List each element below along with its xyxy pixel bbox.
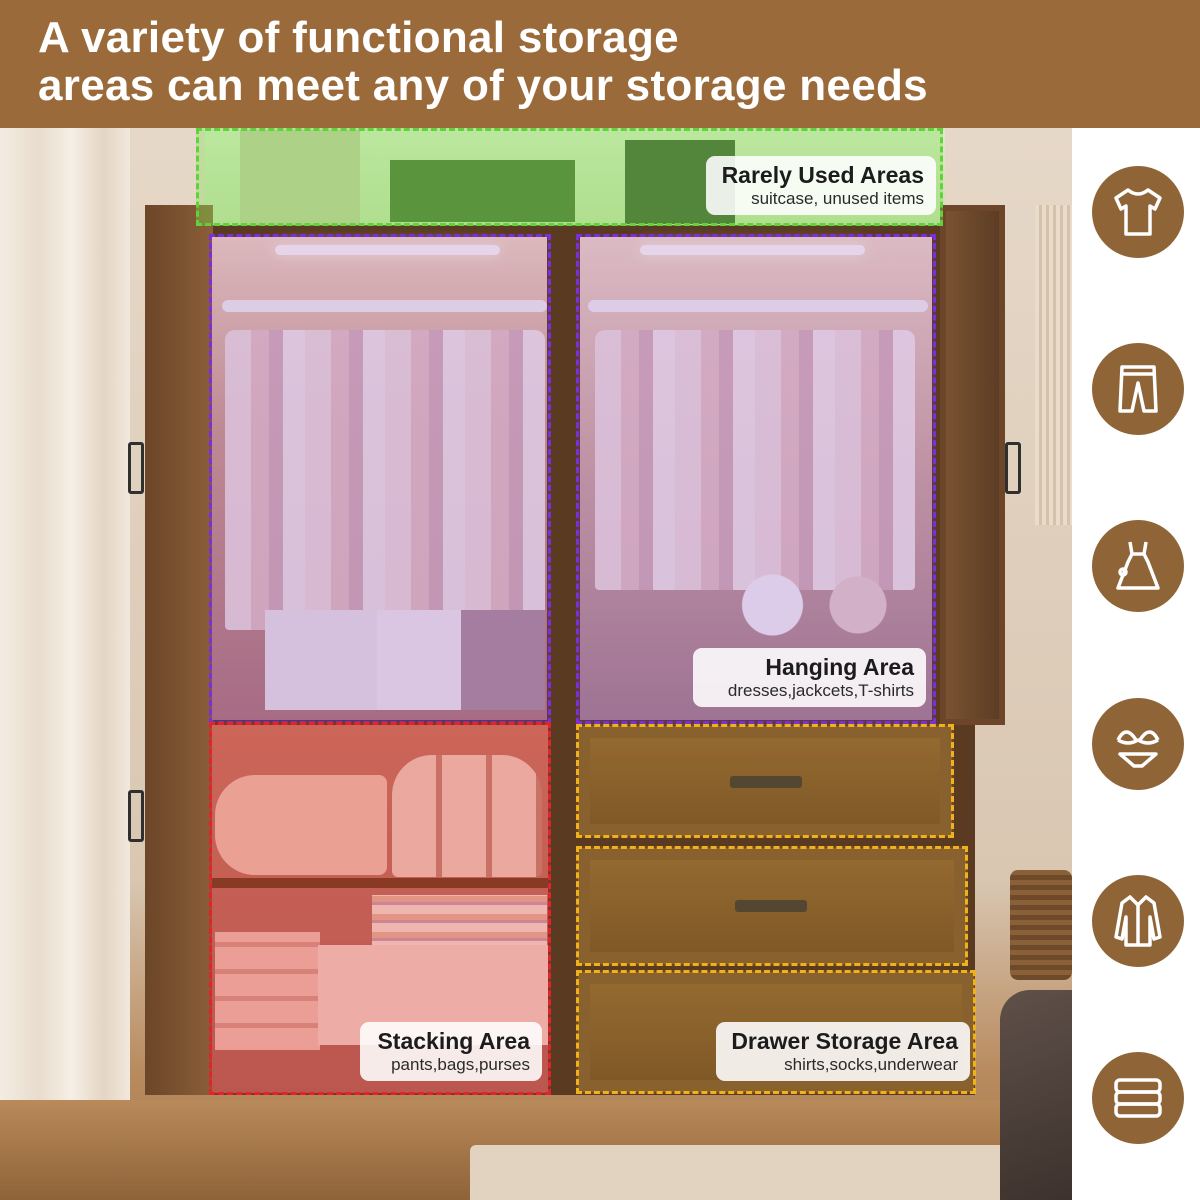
drawer-label: Drawer Storage Area shirts,socks,underwe…	[716, 1022, 970, 1081]
pillows	[392, 755, 542, 877]
right-glass-door	[940, 205, 1005, 725]
header-banner: A variety of functional storage areas ca…	[0, 0, 1200, 128]
headline: A variety of functional storage areas ca…	[38, 14, 928, 110]
led-light-left	[275, 245, 500, 255]
dress-icon	[1092, 520, 1184, 612]
rug	[470, 1145, 1030, 1200]
bed-corner	[1000, 990, 1072, 1200]
hanging-rod-right	[588, 300, 928, 312]
drawer-title: Drawer Storage Area	[731, 1028, 958, 1054]
headline-line-1: A variety of functional storage	[38, 13, 679, 62]
wicker-basket	[1010, 870, 1072, 980]
drawer-zone-top	[576, 724, 954, 838]
teddy-bears	[725, 570, 915, 640]
right-door-handle	[1005, 442, 1021, 494]
left-door-handle-upper	[128, 442, 144, 494]
hanging-clothes-left	[225, 330, 545, 630]
folded-shirts	[372, 895, 547, 950]
hanging-zone-left	[209, 234, 551, 724]
hanging-clothes-right	[595, 330, 915, 590]
shelf	[212, 878, 548, 888]
drawer-middle-pull	[735, 900, 807, 912]
hanging-zone-right	[576, 234, 936, 724]
underwear-icon	[1092, 698, 1184, 790]
macrame-wall-hanging	[1035, 205, 1072, 525]
green-storage-box	[390, 160, 575, 222]
hanging-label: Hanging Area dresses,jackcets,T-shirts	[693, 648, 926, 707]
tshirt-icon	[1092, 166, 1184, 258]
folded-clothes-icon	[1092, 1052, 1184, 1144]
curtain	[0, 128, 130, 1118]
drawer-top-pull	[730, 776, 802, 788]
left-door	[145, 205, 213, 1095]
headline-line-2: areas can meet any of your storage needs	[38, 61, 928, 110]
rarely-used-label: Rarely Used Areas suitcase, unused items	[706, 156, 936, 215]
rarely-used-title: Rarely Used Areas	[721, 162, 924, 188]
stacking-subtitle: pants,bags,purses	[391, 1055, 530, 1074]
drawer-zone-middle	[576, 846, 968, 966]
icon-panel	[1072, 128, 1200, 1200]
stacking-title: Stacking Area	[377, 1028, 530, 1054]
left-door-handle-lower	[128, 790, 144, 842]
long-sleeve-shirt-icon	[1092, 875, 1184, 967]
globe-decor	[240, 130, 360, 225]
stacking-label: Stacking Area pants,bags,purses	[360, 1022, 542, 1081]
hanging-rod-left	[222, 300, 547, 312]
rolled-blanket	[215, 775, 387, 875]
handbags	[265, 610, 545, 710]
pants-icon	[1092, 343, 1184, 435]
rarely-used-subtitle: suitcase, unused items	[751, 189, 924, 208]
hanging-subtitle: dresses,jackcets,T-shirts	[727, 681, 914, 700]
folded-towels	[215, 932, 320, 1050]
hanging-title: Hanging Area	[765, 654, 914, 680]
led-light-right	[640, 245, 865, 255]
drawer-subtitle: shirts,socks,underwear	[784, 1055, 958, 1074]
